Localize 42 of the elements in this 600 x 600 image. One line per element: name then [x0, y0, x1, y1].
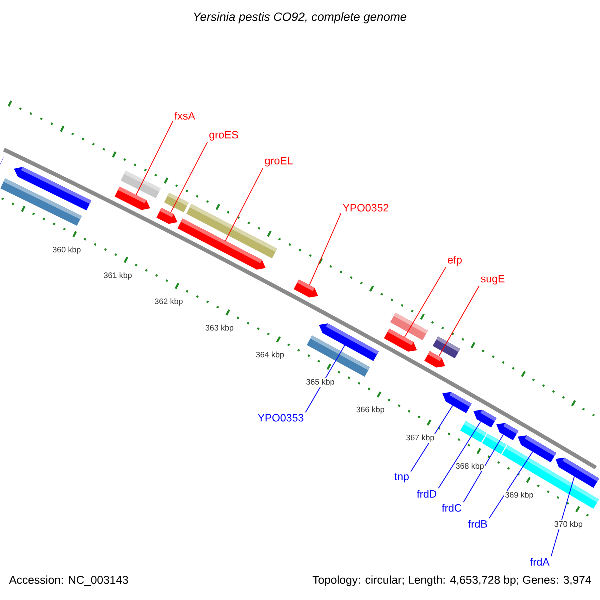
gene-label: groES — [210, 131, 238, 141]
leader-line — [550, 476, 575, 557]
gene-label: YPO0353 — [258, 414, 304, 422]
gene-label: fxsA — [174, 112, 196, 120]
scale-label: 369 kbp — [504, 491, 535, 500]
gene-label: sugE — [481, 275, 505, 285]
gene-feature — [424, 351, 446, 368]
scale-label: 370 kbp — [554, 520, 584, 530]
leader-line — [309, 212, 342, 286]
leader-line — [170, 142, 208, 214]
gene-label: frdC — [442, 504, 462, 512]
scale-label: 368 kbp — [455, 462, 486, 472]
gene-feature — [474, 410, 497, 428]
leader-line — [404, 267, 446, 338]
leader-line — [463, 434, 504, 503]
gene-label: tnp — [394, 473, 409, 483]
scale-label: 367 kbp — [405, 434, 436, 443]
gene-label: frdD — [417, 490, 437, 498]
gene-label: groEL — [265, 157, 293, 167]
gene-label: efp — [448, 256, 462, 266]
gene-label: YPO0352 — [343, 204, 389, 212]
accession-text: Accession: NC_003143 — [9, 576, 128, 586]
scale-label: 365 kbp — [305, 378, 336, 388]
gene-label: frdA — [530, 558, 550, 566]
scale-label: 364 kbp — [255, 350, 286, 360]
scale-label: 362 kbp — [154, 298, 184, 307]
gene-feature — [442, 392, 472, 414]
gene-feature — [294, 280, 318, 298]
gene-label: frdB — [468, 520, 488, 528]
genome-info-text: Topology: circular; Length: 4,653,728 bp; Genes: 3,974 — [312, 576, 592, 586]
leader-line — [438, 421, 482, 489]
scale-label: 360 kbp — [52, 246, 82, 256]
scale-label: 361 kbp — [103, 272, 134, 281]
leader-line — [488, 452, 534, 519]
title: Yersinia pestis CO92, complete genome — [194, 12, 407, 24]
scale-label: 363 kbp — [204, 324, 235, 334]
leader-line — [136, 121, 174, 196]
leader-line — [438, 286, 480, 357]
leader-line — [225, 168, 264, 242]
gene-feature — [496, 423, 519, 440]
scale-label: 366 kbp — [356, 406, 386, 415]
gene-feature — [156, 208, 178, 224]
